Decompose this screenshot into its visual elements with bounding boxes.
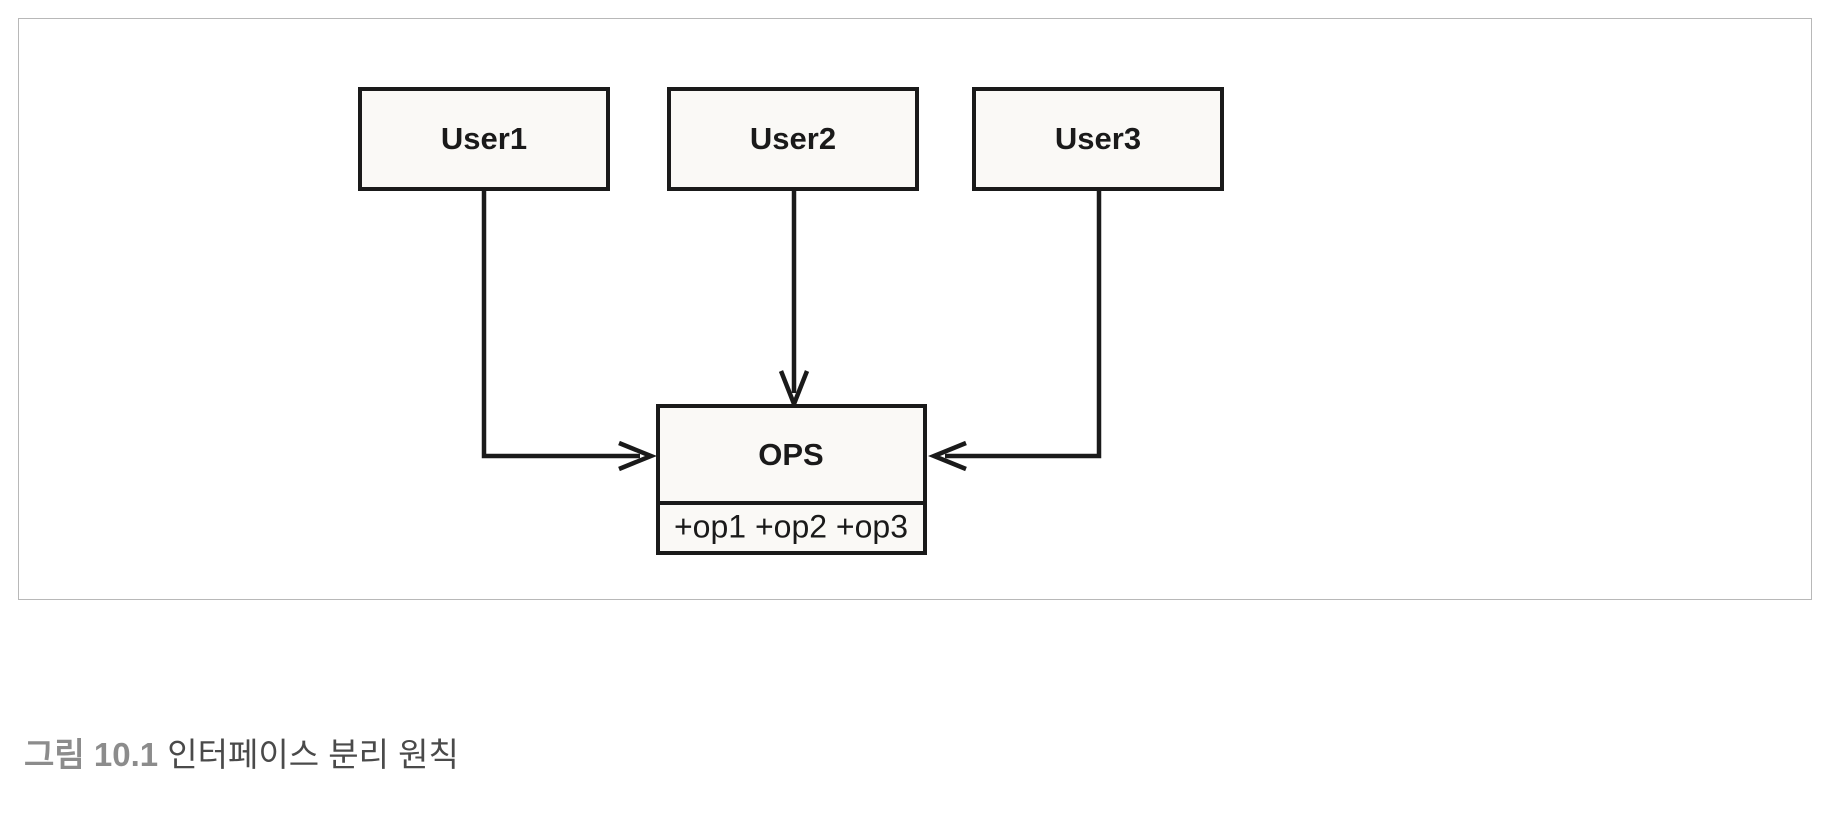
node-ops-title-compartment (656, 404, 927, 505)
figure-caption-title: 인터페이스 분리 원칙 (167, 736, 459, 773)
node-ops[interactable]: OPS +op1 +op2 +op3 (656, 404, 927, 555)
node-user2-label: User2 (750, 121, 836, 156)
node-user1[interactable]: User1 (358, 87, 610, 191)
connector-user3-to-ops (945, 189, 1102, 459)
connector-user1-to-ops (481, 189, 640, 459)
node-user3[interactable]: User3 (972, 87, 1224, 191)
figure-frame: User1 User2 User3 OPS +op1 +op2 +op3 (18, 18, 1812, 600)
arrowhead-user1-to-ops (618, 440, 657, 472)
node-user2[interactable]: User2 (667, 87, 919, 191)
arrowhead-user3-to-ops (928, 440, 967, 472)
node-user1-label: User1 (441, 121, 527, 156)
node-ops-operations-compartment (656, 501, 927, 555)
node-user1-box (358, 87, 610, 191)
node-ops-operations-label: +op1 +op2 +op3 (674, 508, 908, 544)
node-user3-label: User3 (1055, 121, 1141, 156)
figure-caption: 그림 10.1 인터페이스 분리 원칙 (24, 735, 459, 775)
node-ops-label: OPS (758, 437, 823, 472)
uml-diagram-canvas: User1 User2 User3 OPS +op1 +op2 +op3 (358, 87, 1224, 555)
node-user2-box (667, 87, 919, 191)
figure-caption-number: 그림 10.1 (24, 736, 159, 773)
node-user3-box (972, 87, 1224, 191)
